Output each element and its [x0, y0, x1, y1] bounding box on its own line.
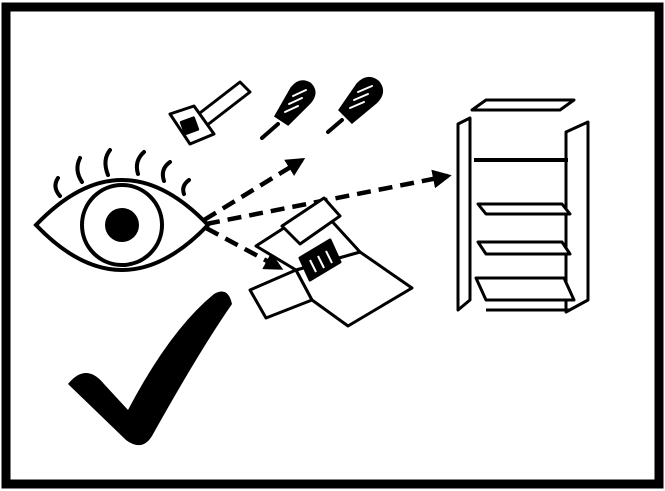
hammer-icon [168, 80, 252, 146]
screwdriver-icon [326, 77, 383, 134]
arrow-to-tools [202, 158, 306, 222]
eye-icon [33, 148, 211, 272]
parts-icon [298, 238, 342, 282]
cabinet-shelves-icon [456, 98, 590, 314]
checkmark-icon [68, 291, 232, 446]
screwdriver-icon [260, 80, 316, 140]
arrow-to-box [204, 226, 284, 270]
open-box-icon [248, 196, 414, 328]
